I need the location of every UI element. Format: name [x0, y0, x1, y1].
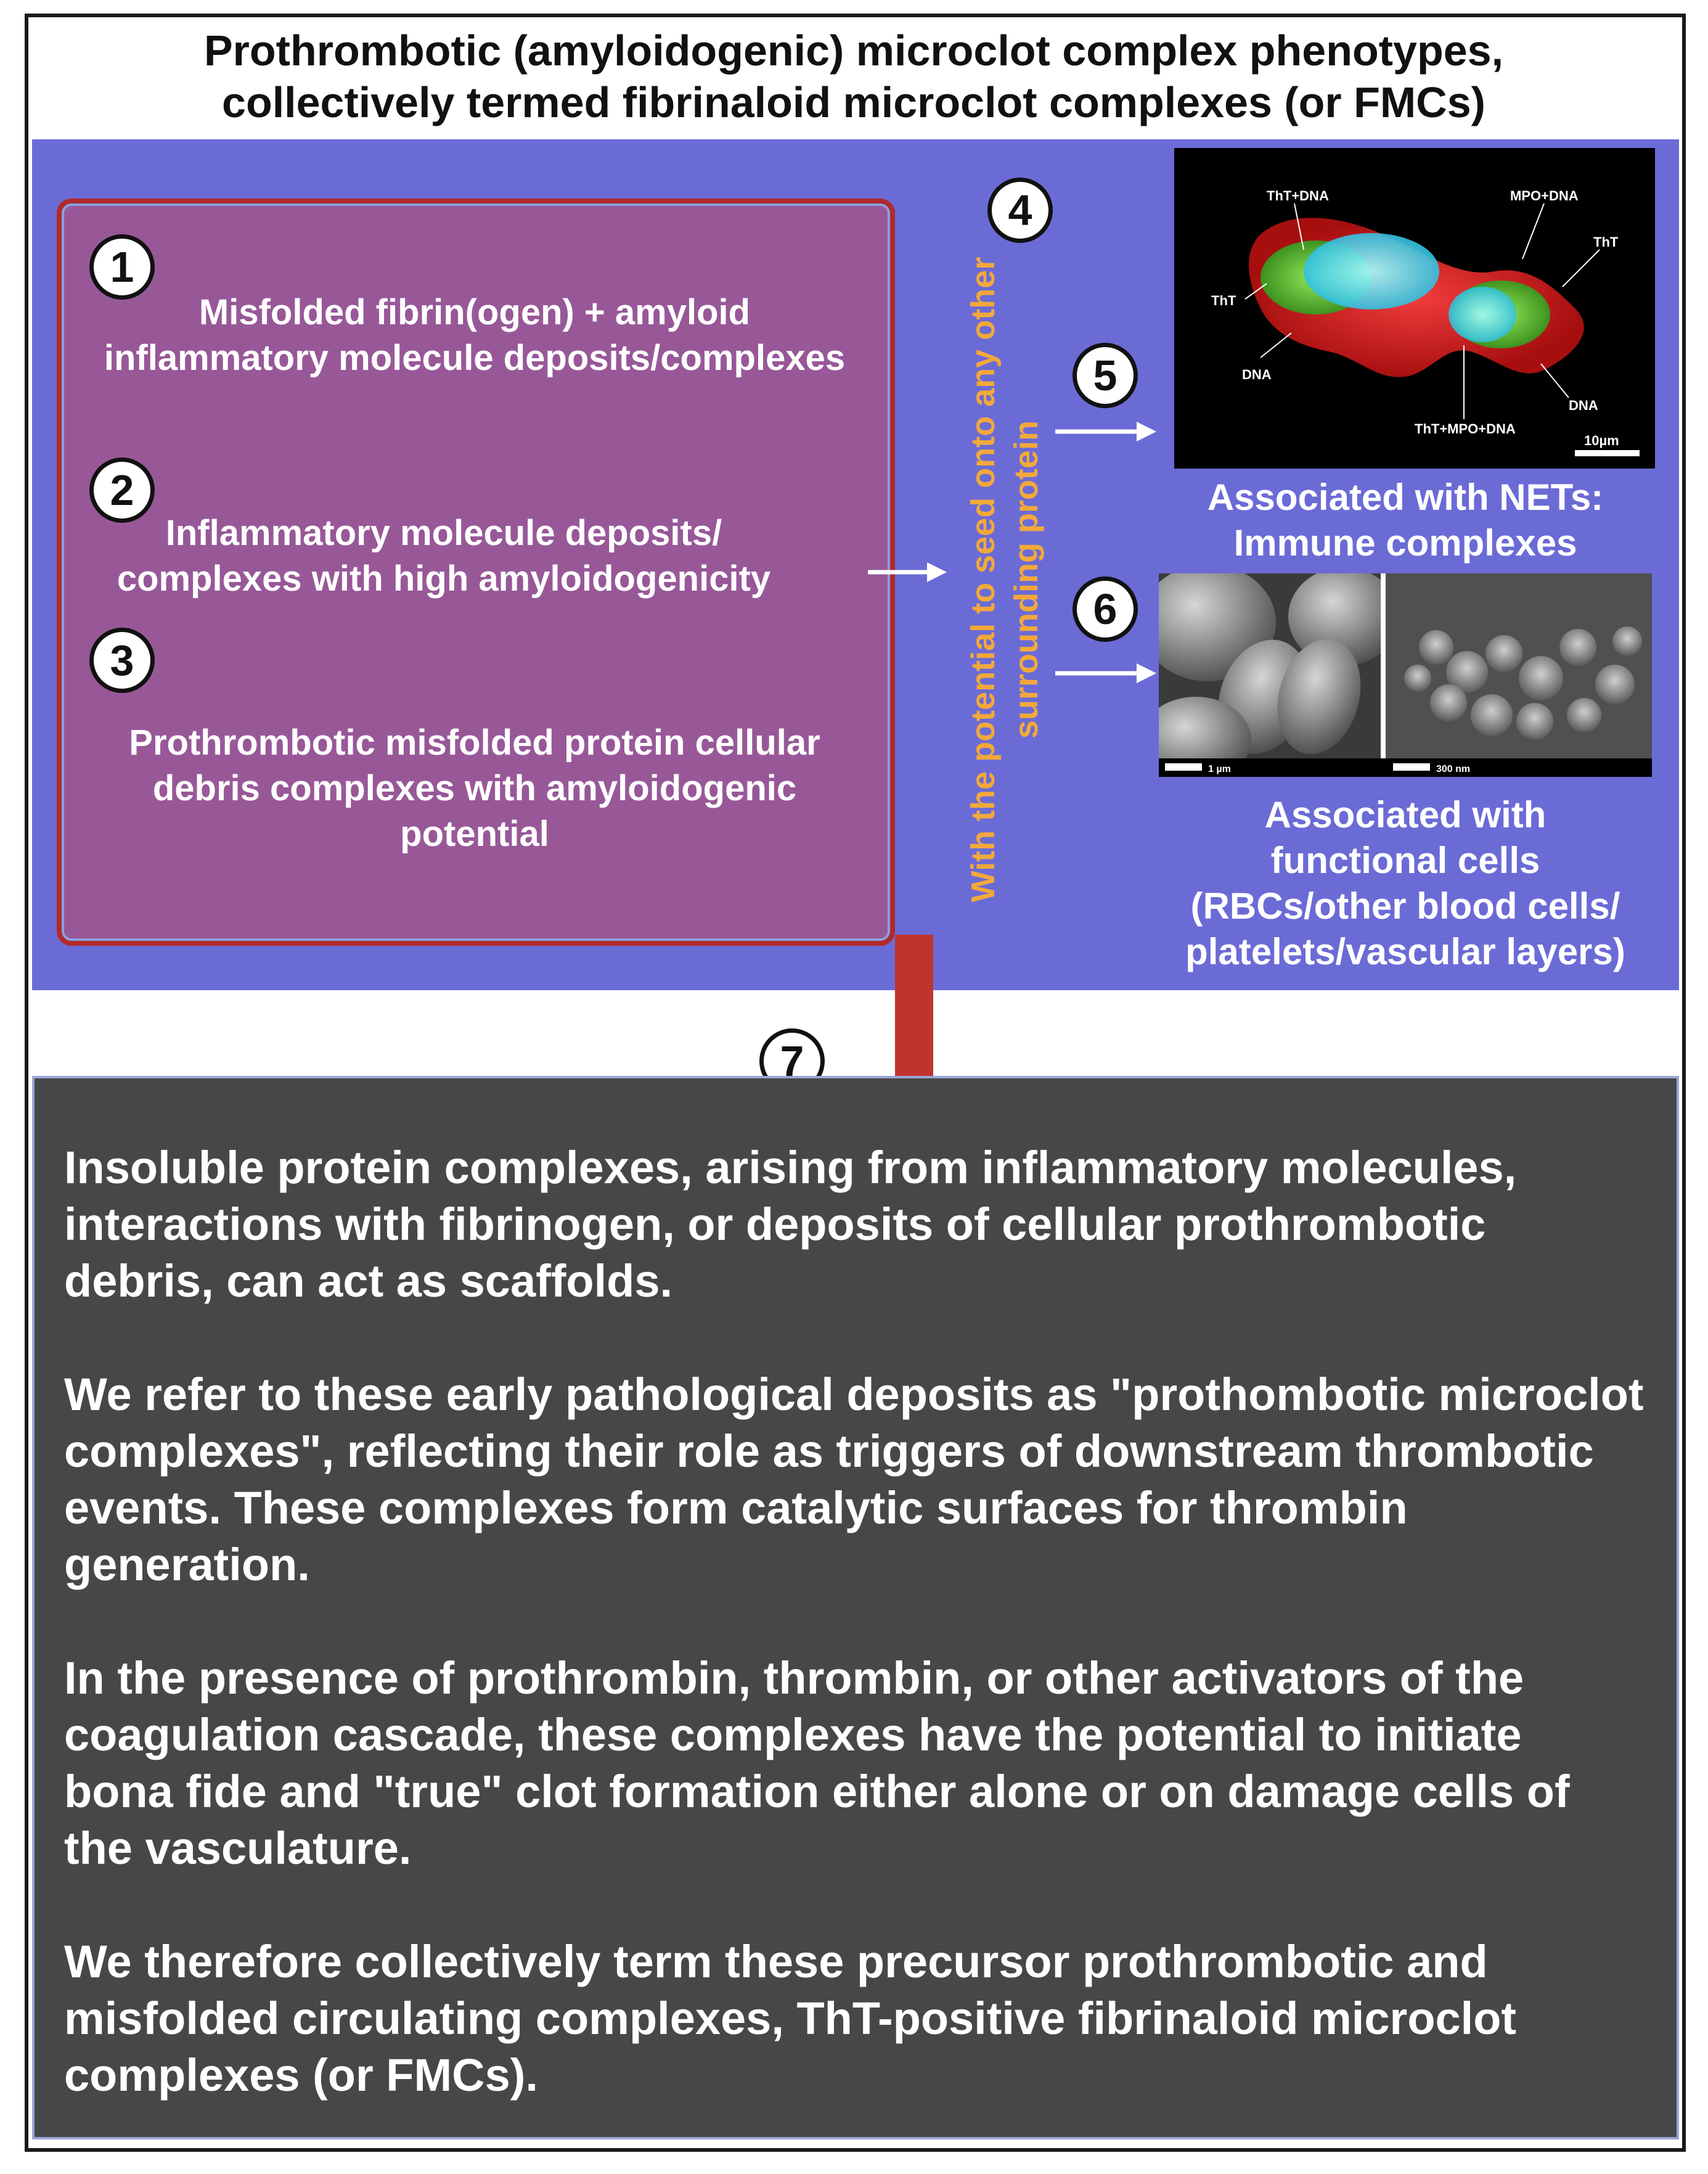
cells-caption-line-2: functional cells: [1270, 840, 1540, 881]
label-tht-left: ThT: [1211, 293, 1236, 308]
phenotype-1-text: Misfolded fibrin(ogen) + amyloid inflamm…: [62, 290, 888, 381]
label-tht-right: ThT: [1593, 234, 1619, 250]
summary-paragraph-2: We refer to these early pathological dep…: [64, 1369, 1644, 1590]
nets-caption: Associated with NETs: Immune complexes: [1159, 475, 1652, 566]
step-5-badge: 5: [1073, 343, 1138, 408]
summary-paragraph-4: We therefore collectively term these pre…: [64, 1936, 1517, 2101]
seed-text-line-1: With the potential to seed onto any othe…: [965, 256, 1002, 903]
summary-panel: [32, 1076, 1679, 2139]
cells-sem-micrograph: 1 µm 300 nm: [1159, 573, 1652, 777]
label-dna-left: DNA: [1242, 367, 1272, 382]
figure-title: Prothrombotic (amyloidogenic) microclot …: [37, 25, 1670, 128]
nets-scale-bar: [1575, 450, 1640, 456]
phenotype-1-line-1: Misfolded fibrin(ogen) + amyloid: [198, 292, 751, 332]
arrow-to-cells: [1055, 663, 1156, 683]
outer-frame: [25, 14, 1686, 2152]
phenotype-3-line-3: potential: [400, 814, 549, 854]
step-4-badge: 4: [987, 178, 1053, 243]
label-tht-dna: ThT+DNA: [1267, 188, 1329, 203]
phenotype-3-line-2: debris complexes with amyloidogenic: [152, 768, 797, 808]
step-1-badge: 1: [89, 234, 155, 300]
seed-text-line-2: surrounding protein: [1008, 420, 1045, 739]
label-tht-mpo-dna: ThT+MPO+DNA: [1415, 421, 1516, 437]
sem-scale-left: 1 µm: [1208, 764, 1231, 774]
cells-caption-line-4: platelets/vascular layers): [1185, 931, 1625, 972]
label-dna-right: DNA: [1569, 398, 1598, 413]
cells-caption: Associated with functional cells (RBCs/o…: [1146, 792, 1664, 975]
phenotype-2-line-2: complexes with high amyloidogenicity: [116, 559, 771, 599]
title-line-1: Prothrombotic (amyloidogenic) microclot …: [203, 27, 1504, 75]
nets-caption-line-1: Associated with NETs:: [1207, 477, 1604, 518]
nets-scale-label: 10µm: [1584, 433, 1619, 448]
nets-caption-line-2: Immune complexes: [1233, 522, 1577, 564]
step-3-badge: 3: [89, 628, 155, 693]
arrow-to-seed-text: [868, 562, 947, 582]
cells-caption-line-1: Associated with: [1264, 794, 1547, 835]
nets-micrograph-image: ThT+DNA MPO+DNA ThT ThT DNA ThT+MPO+DNA …: [1211, 188, 1640, 456]
sem-scale-right: 300 nm: [1436, 764, 1470, 774]
seed-potential-text: With the potential to seed onto any othe…: [962, 216, 1054, 943]
phenotype-2-line-1: Inflammatory molecule deposits/: [165, 513, 722, 553]
phenotype-1-line-2: inflammatory molecule deposits/complexes: [104, 338, 846, 378]
phenotype-3-line-1: Prothrombotic misfolded protein cellular: [129, 723, 820, 763]
phenotype-2-text: Inflammatory molecule deposits/ complexe…: [62, 511, 826, 602]
title-line-2: collectively termed fibrinaloid microclo…: [222, 78, 1485, 126]
summary-paragraph-3: In the presence of prothrombin, thrombin…: [64, 1652, 1570, 1874]
step-6-badge: 6: [1073, 576, 1138, 642]
nets-micrograph: ThT+DNA MPO+DNA ThT ThT DNA ThT+MPO+DNA …: [1174, 148, 1655, 469]
cells-sem-image: 1 µm 300 nm: [1159, 573, 1652, 777]
summary-paragraph-1: Insoluble protein complexes, arising fro…: [64, 1142, 1517, 1306]
arrow-to-nets: [1055, 422, 1156, 441]
label-mpo-dna: MPO+DNA: [1510, 188, 1579, 203]
phenotype-3-text: Prothrombotic misfolded protein cellular…: [62, 720, 888, 857]
cells-caption-line-3: (RBCs/other blood cells/: [1190, 885, 1620, 927]
step-2-badge: 2: [89, 457, 155, 523]
